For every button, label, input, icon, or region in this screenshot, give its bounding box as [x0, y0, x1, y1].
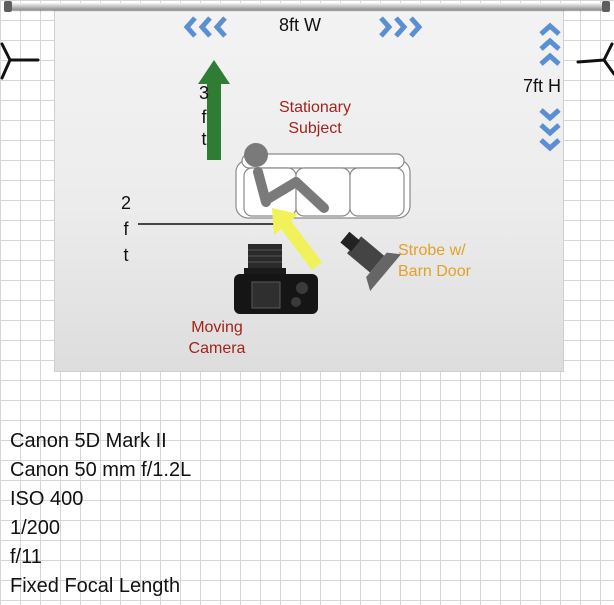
strobe-label-line: Strobe w/ — [398, 242, 466, 259]
camera-distance-char: 2 — [120, 193, 131, 213]
light-stand-icon — [576, 42, 614, 76]
camera-icon — [234, 244, 318, 314]
subject-label-line: Subject — [288, 120, 342, 137]
camera-distance-char: f — [123, 219, 129, 239]
spec-line: Canon 5D Mark II — [10, 430, 167, 452]
camera-distance-line — [138, 223, 276, 225]
spec-line: ISO 400 — [10, 488, 84, 510]
subject-label: Stationary Subject — [258, 97, 372, 139]
subject-distance-arrow — [198, 60, 230, 160]
seated-person-icon — [244, 143, 329, 213]
subject-distance-char: 3 — [198, 83, 209, 103]
backdrop-bar-end-left — [4, 1, 12, 12]
subject-distance-char: f — [201, 107, 207, 127]
camera-distance-label: 2 f t — [116, 190, 136, 268]
spec-line: Canon 50 mm f/1.2L — [10, 459, 192, 481]
chevron-left-icon — [183, 16, 227, 38]
chevron-down-icon — [539, 108, 561, 152]
strobe-label: Strobe w/ Barn Door — [398, 240, 471, 282]
spec-line: Fixed Focal Length — [10, 575, 181, 597]
chevron-right-icon — [379, 16, 423, 38]
subject-label-line: Stationary — [278, 99, 352, 116]
strobe-label-line: Barn Door — [398, 263, 471, 280]
spec-line: f/11 — [10, 546, 42, 568]
subject-distance-label: 3 f t — [194, 80, 214, 152]
backdrop-bar-end-right — [602, 1, 610, 12]
spec-line: 1/200 — [10, 517, 61, 539]
backdrop-bar — [10, 3, 604, 10]
camera-distance-char: t — [123, 245, 129, 265]
light-direction-arrow — [272, 208, 322, 270]
light-stand-icon — [0, 42, 40, 80]
camera-specs: Canon 5D Mark II Canon 50 mm f/1.2L ISO … — [10, 427, 191, 601]
width-label: 8ft W — [279, 15, 322, 35]
camera-label: Moving Camera — [172, 317, 262, 359]
chevron-up-icon — [539, 22, 561, 66]
strobe-icon — [340, 231, 402, 291]
height-label: 7ft H — [523, 76, 562, 96]
subject-distance-char: t — [201, 129, 207, 149]
camera-label-line: Moving — [191, 319, 243, 336]
camera-label-line: Camera — [188, 340, 246, 357]
